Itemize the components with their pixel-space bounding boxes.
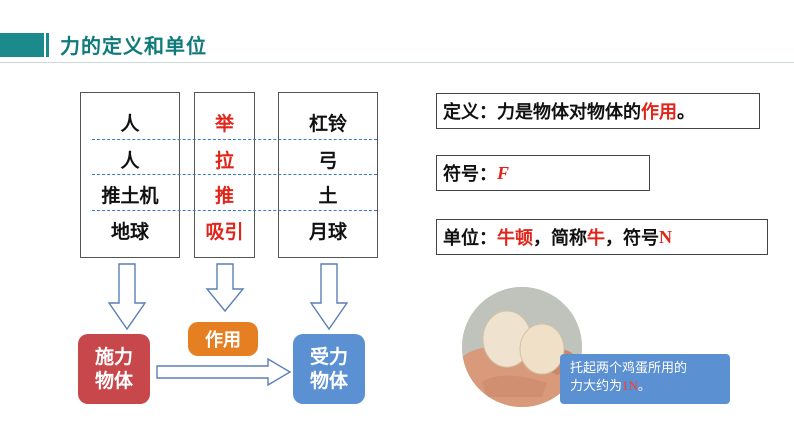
- unit-short: 牛: [587, 228, 605, 249]
- badge-line: 物体: [94, 370, 133, 392]
- interaction-badge: 作用: [188, 322, 258, 356]
- unit-name: 牛顿: [497, 228, 533, 249]
- callout-line: 托起两个鸡蛋所用的: [570, 361, 688, 376]
- eggs-in-hand-photo: [462, 287, 582, 407]
- object-cell: 杠铃: [308, 113, 347, 135]
- action-column: 举 拉 推 吸引: [194, 92, 255, 258]
- object-column: 杠铃 弓 土 月球: [278, 92, 378, 258]
- symbol-value: F: [497, 162, 510, 183]
- callout-suffix: 。: [637, 379, 651, 394]
- subject-column: 人 人 推土机 地球: [80, 92, 180, 258]
- force-receiver-badge: 受力 物体: [293, 334, 365, 404]
- action-cell: 吸引: [205, 221, 244, 243]
- subject-cell: 地球: [110, 221, 149, 243]
- page-title: 力的定义和单位: [60, 34, 207, 58]
- action-cell: 举: [214, 113, 234, 135]
- definition-text: 定义：力是物体对物体的: [443, 102, 641, 123]
- header-divider: [0, 62, 794, 63]
- unit-label: 单位：: [443, 228, 497, 249]
- unit-sep2: ，符号: [605, 228, 659, 249]
- object-cell: 弓: [318, 150, 338, 172]
- eggs-illustration: [462, 287, 582, 407]
- badge-line: 物体: [309, 370, 348, 392]
- object-cell: 月球: [308, 221, 347, 243]
- definition-box: 定义：力是物体对物体的作用。: [436, 93, 760, 129]
- definition-suffix: 。: [677, 102, 695, 123]
- callout-line: 力大约为1N。: [570, 377, 720, 395]
- badge-line: 施力: [94, 346, 133, 368]
- symbol-box: 符号：F: [436, 155, 650, 191]
- right-arrow-icon: [156, 358, 292, 386]
- subject-cell: 推土机: [101, 185, 159, 207]
- action-cell: 推: [214, 185, 234, 207]
- callout-value: 1N: [622, 378, 638, 393]
- action-cell: 拉: [214, 150, 234, 172]
- row-divider: [92, 210, 377, 211]
- symbol-label: 符号：: [443, 164, 497, 185]
- definition-highlight: 作用: [641, 102, 677, 123]
- subject-cell: 人: [120, 150, 140, 172]
- egg-callout: 托起两个鸡蛋所用的 力大约为1N。: [560, 354, 730, 404]
- subject-cell: 人: [120, 113, 140, 135]
- callout-text: 力大约为: [570, 379, 623, 394]
- force-applier-badge: 施力 物体: [78, 334, 150, 404]
- down-arrow-icon: [107, 263, 147, 331]
- unit-sep: ，简称: [533, 228, 587, 249]
- badge-line: 受力: [309, 346, 348, 368]
- header-accent-notch: [46, 33, 49, 57]
- row-divider: [92, 174, 377, 175]
- down-arrow-icon: [309, 263, 349, 331]
- down-arrow-icon: [205, 263, 245, 313]
- badge-line: 作用: [205, 330, 241, 351]
- unit-symbol: N: [659, 226, 672, 247]
- row-divider: [92, 139, 377, 140]
- object-cell: 土: [318, 185, 338, 207]
- header-accent-bar: [0, 33, 44, 57]
